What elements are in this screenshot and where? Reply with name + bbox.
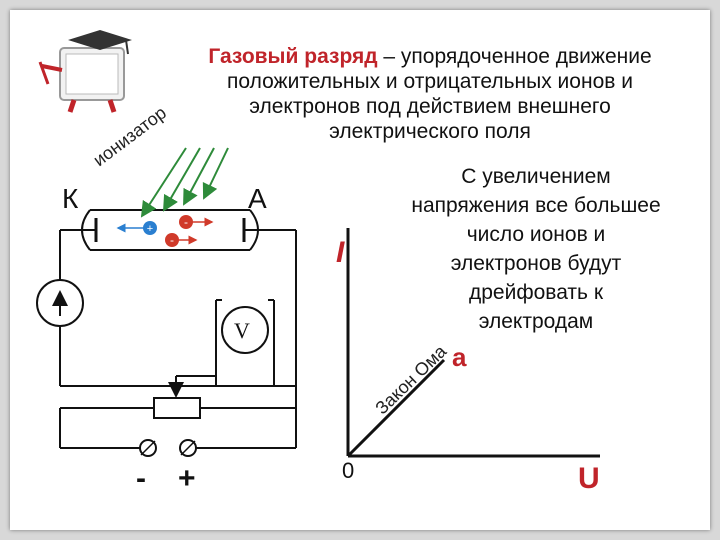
circuit-wires <box>59 230 297 449</box>
terminal-plus <box>179 439 197 457</box>
cathode-label: К <box>62 183 79 214</box>
title-term: Газовый разряд <box>208 45 378 68</box>
explanation-line: электродам <box>478 310 594 333</box>
negative-ion: - <box>179 215 214 229</box>
explanation-text: С увеличением напряжения все большее чис… <box>386 162 686 336</box>
ionizer-rays <box>140 147 229 218</box>
graph-x-label: U <box>578 462 600 495</box>
ammeter <box>36 279 84 327</box>
svg-text:+: + <box>147 223 153 235</box>
explanation-line: С увеличением <box>461 165 611 188</box>
explanation-line: напряжения все большее <box>411 194 661 217</box>
terminal-minus-label: - <box>136 462 146 495</box>
title-line2: положительных и отрицательных ионов и <box>227 70 633 93</box>
graph-axes <box>346 228 600 458</box>
positive-ion: + <box>116 221 157 235</box>
explanation-line: дрейфовать к <box>468 281 604 304</box>
explanation-line: электронов будут <box>450 252 622 275</box>
teacher-mascot-icon <box>38 30 132 113</box>
voltmeter <box>221 306 269 354</box>
title-line3: электронов под действием внешнего <box>249 95 611 118</box>
slide-title: Газовый разряд – упорядоченное движение … <box>160 44 700 144</box>
discharge-tube <box>60 209 296 251</box>
rheostat <box>153 375 216 419</box>
graph-point-label: а <box>452 342 467 372</box>
title-line1-rest: – упорядоченное движение <box>377 45 652 68</box>
terminal-minus <box>139 439 157 457</box>
svg-text:-: - <box>170 233 174 247</box>
ohm-law-line <box>346 358 446 458</box>
anode-label: А <box>248 183 267 214</box>
explanation-line: число ионов и <box>466 223 606 246</box>
negative-ion: - <box>165 233 198 247</box>
svg-text:-: - <box>184 215 188 229</box>
graph-y-label: I <box>336 236 345 269</box>
voltmeter-label: V <box>234 318 250 343</box>
title-line4: электрического поля <box>329 120 531 143</box>
graph-origin-label: 0 <box>342 458 355 483</box>
terminal-plus-label: + <box>178 462 196 495</box>
